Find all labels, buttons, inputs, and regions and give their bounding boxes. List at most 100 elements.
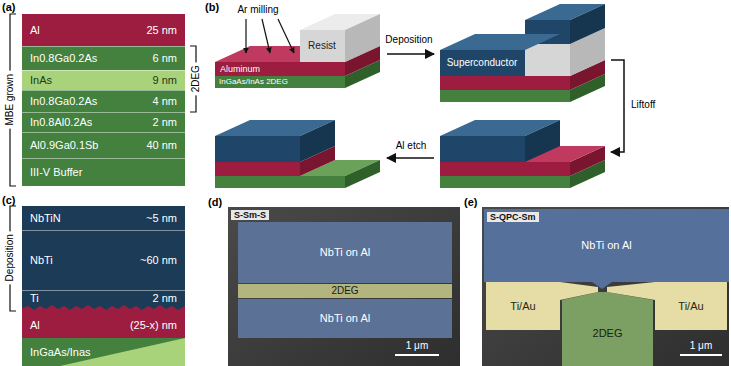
sem-image <box>560 282 598 300</box>
layer-thickness: (25-x) nm <box>130 320 177 331</box>
step-label: Liftoff <box>631 99 655 111</box>
layer-name: In0.8Al0.2As <box>30 117 92 128</box>
layer-band: Ti 2 nm <box>22 290 185 306</box>
part-label: Aluminum <box>220 64 260 74</box>
sem-region: 2DEG <box>238 284 452 298</box>
layer-name: In0.8Ga0.2As <box>30 53 97 64</box>
scale-bar <box>680 354 722 356</box>
scale-bar <box>395 354 722 356</box>
process-stage <box>440 76 570 90</box>
layer-name: InGaAs/Inas <box>30 347 91 358</box>
process-stage <box>440 90 570 102</box>
layer-thickness: 4 nm <box>153 96 177 107</box>
layer-name: NbTi on Al <box>320 313 370 324</box>
layer-name: 2DEG <box>331 286 358 296</box>
process-stage <box>440 136 525 162</box>
layer-stack <box>22 338 185 366</box>
process-stage <box>440 162 570 176</box>
process-stage <box>215 76 345 88</box>
ion-arrow <box>278 19 294 53</box>
layer-thickness: ~5 nm <box>146 213 177 224</box>
layer-thickness: 9 nm <box>153 75 177 86</box>
process-stage <box>215 120 380 188</box>
layer-band: NbTi ~60 nm <box>22 230 185 290</box>
process-stage <box>300 120 335 162</box>
process-stage <box>215 62 345 76</box>
ion-arrow <box>246 19 294 53</box>
part-label: InGaAs/InAs 2DEG <box>219 77 288 86</box>
step-label: Al etch <box>396 140 427 152</box>
layer-name: Ti <box>30 293 39 304</box>
layer-stack <box>22 305 185 312</box>
process-stage <box>215 136 300 162</box>
layer-name: In0.8Ga0.2As <box>30 96 97 107</box>
layer-name: Al <box>30 25 40 36</box>
layer-band: III-V Buffer <box>22 158 185 186</box>
sem-image <box>482 207 729 366</box>
process-stage <box>525 120 560 162</box>
process-label: Ar milling <box>237 4 278 16</box>
sem-image <box>607 282 655 300</box>
process-stage <box>525 44 570 76</box>
part-label: Resist <box>308 40 336 52</box>
layer-thickness: 40 nm <box>146 140 177 151</box>
gate-region: Ti/Au <box>655 282 727 330</box>
layer-band: InAs 9 nm <box>22 70 185 90</box>
process-stage <box>345 160 380 188</box>
sem-image <box>482 207 729 366</box>
layer-band: In0.8Ga0.2As 4 nm <box>22 90 185 112</box>
layer-name: NbTi on Al <box>320 247 370 258</box>
process-stage <box>570 4 605 44</box>
panel-label: (a) <box>2 1 15 14</box>
scale-bar <box>395 354 439 356</box>
process-stage <box>345 14 380 62</box>
bracket-label: MBE grown <box>4 71 16 129</box>
layer-name: Al0.9Ga0.1Sb <box>30 140 99 151</box>
sem-region: NbTi on Al <box>238 222 452 283</box>
layer-stack <box>22 290 185 366</box>
layer-name: 2DEG <box>593 328 623 339</box>
device-tag: S-Sm-S <box>231 210 269 220</box>
layer-band: In0.8Ga0.2As 6 nm <box>22 46 185 70</box>
step-label: Deposition <box>385 34 432 46</box>
panel-label: (d) <box>208 196 222 209</box>
ion-arrow <box>262 19 270 53</box>
layer-thickness: 25 nm <box>146 25 177 36</box>
process-stage <box>440 120 605 188</box>
layer-name: Ti/Au <box>510 301 535 312</box>
process-stage <box>215 162 300 176</box>
layer-thickness: 2 nm <box>153 293 177 304</box>
layer-name: NbTi <box>30 255 53 266</box>
sem-image <box>228 207 460 366</box>
layer-name: Al <box>30 320 40 331</box>
layer-band: InGaAs/Inas <box>22 338 185 366</box>
part-label: Superconductor <box>447 57 518 69</box>
process-arrow <box>387 53 434 55</box>
process-arrow <box>611 60 624 152</box>
process-stage <box>215 14 380 88</box>
device-tag: S-QPC-Sm <box>487 212 539 222</box>
layer-stack <box>22 290 185 312</box>
gate-region: Ti/Au <box>486 282 560 330</box>
process-stage <box>300 30 345 62</box>
layer-thickness: ~60 nm <box>140 255 177 266</box>
layer-band: Al 25 nm <box>22 14 185 46</box>
sem-image <box>228 207 460 366</box>
layer-name: NbTiN <box>30 213 61 224</box>
process-stage <box>440 4 605 102</box>
layer-band: NbTiN ~5 nm <box>22 206 185 230</box>
sem-region: 2DEG <box>562 300 653 366</box>
bracket <box>10 14 196 311</box>
ion-arrow <box>245 19 246 53</box>
panel-label: (e) <box>464 196 477 209</box>
sem-region: NbTi on Al <box>238 299 452 338</box>
process-stage <box>440 176 570 188</box>
panel-label: (b) <box>205 1 219 14</box>
process-arrow <box>387 54 624 158</box>
layer-name: NbTi on Al <box>581 240 631 251</box>
bracket-label: Deposition <box>4 231 16 284</box>
layer-thickness: 6 nm <box>153 53 177 64</box>
layer-name: InAs <box>30 75 52 86</box>
layer-name: III-V Buffer <box>30 167 82 178</box>
layer-band: Al0.9Ga0.1Sb 40 nm <box>22 132 185 158</box>
